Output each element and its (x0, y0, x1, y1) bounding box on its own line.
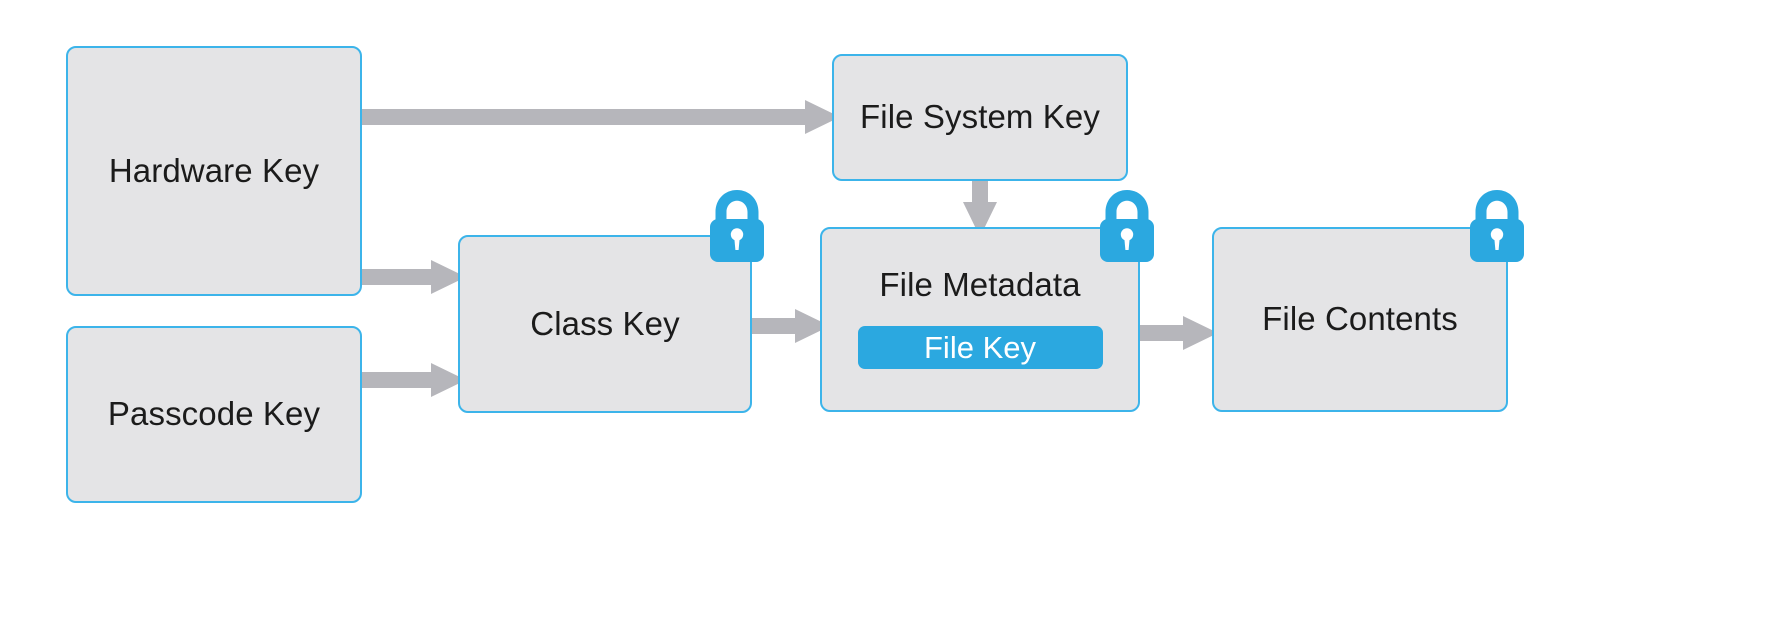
node-passcode-key[interactable]: Passcode Key (66, 326, 362, 503)
arrow-file-metadata-to-file-contents (1136, 316, 1218, 350)
arrow-class-key-to-file-metadata (748, 309, 830, 343)
node-file-metadata-label: File Metadata (879, 266, 1081, 303)
arrow-hardware-key-to-file-system-key (358, 100, 840, 134)
arrow-passcode-key-to-class-key (358, 363, 466, 397)
node-class-key[interactable]: Class Key (458, 235, 752, 413)
lock-icon-class-key (706, 188, 768, 264)
lock-icon-file-contents (1466, 188, 1528, 264)
chip-file-key-label: File Key (924, 329, 1036, 365)
node-hardware-key[interactable]: Hardware Key (66, 46, 362, 296)
node-file-metadata[interactable]: File Metadata File Key (820, 227, 1140, 412)
lock-icon-file-metadata (1096, 188, 1158, 264)
node-file-contents[interactable]: File Contents (1212, 227, 1508, 412)
node-file-system-key[interactable]: File System Key (832, 54, 1128, 181)
node-file-system-key-label: File System Key (860, 98, 1100, 136)
node-hardware-key-label: Hardware Key (108, 151, 320, 189)
arrow-hardware-key-to-class-key (358, 260, 466, 294)
chip-file-key[interactable]: File Key (857, 326, 1103, 370)
arrow-file-system-key-to-file-metadata (963, 177, 997, 237)
node-class-key-label: Class Key (530, 304, 680, 342)
node-file-contents-label: File Contents (1262, 300, 1458, 338)
node-passcode-key-label: Passcode Key (107, 395, 321, 433)
